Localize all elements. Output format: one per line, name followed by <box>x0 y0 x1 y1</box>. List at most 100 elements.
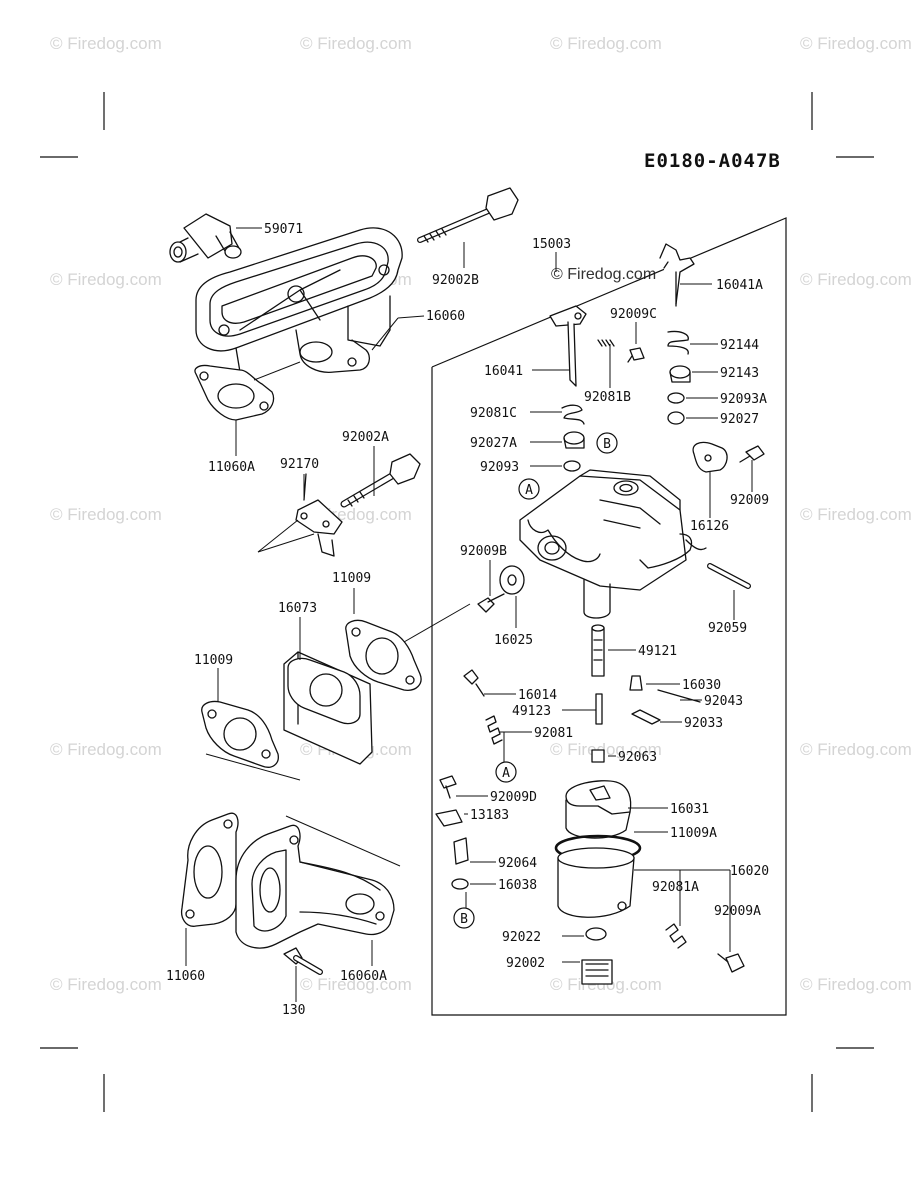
part-label: 11060A <box>208 460 255 475</box>
part-label: 92009 <box>730 493 769 508</box>
part-92081B-spring <box>597 339 615 347</box>
part-92022-washer <box>585 927 607 941</box>
part-label: 16041A <box>716 278 763 293</box>
part-92144-spring <box>667 330 689 355</box>
part-label: 92081C <box>470 406 517 421</box>
part-11060-gasket <box>180 812 239 927</box>
part-13183-bracket <box>435 809 463 827</box>
part-label: 16014 <box>518 688 557 703</box>
part-92081A-spring <box>665 923 687 949</box>
part-label: 92093 <box>480 460 519 475</box>
part-92143-collar <box>669 365 691 383</box>
part-label: 49123 <box>512 704 551 719</box>
part-92033-clip <box>631 709 661 725</box>
part-label: 16030 <box>682 678 721 693</box>
part-92170-bracket <box>295 473 343 557</box>
callout-B-bottom: B <box>453 907 475 929</box>
diagram-code: E0180-A047B <box>644 150 781 172</box>
part-label: 92022 <box>502 930 541 945</box>
part-label: 11009A <box>670 826 717 841</box>
part-label: 92063 <box>618 750 657 765</box>
part-92081C-spring <box>561 404 585 425</box>
callout-B-label: B <box>460 912 468 927</box>
part-11009-gasket-left <box>201 700 279 768</box>
part-label: 92093A <box>720 392 767 407</box>
part-label: 16025 <box>494 633 533 648</box>
part-92009-screw <box>739 445 765 463</box>
callout-A-label: A <box>525 483 533 498</box>
part-16030-float-pin <box>629 675 643 691</box>
part-label: 16031 <box>670 802 709 817</box>
part-11060A-gasket <box>194 364 275 421</box>
part-16014-screw <box>463 669 485 697</box>
part-label: 59071 <box>264 222 303 237</box>
part-49121-tube <box>591 624 605 677</box>
part-label: 92002 <box>506 956 545 971</box>
part-92009C-screw <box>627 347 645 363</box>
part-label: 16126 <box>690 519 729 534</box>
part-label: 92002B <box>432 273 479 288</box>
part-16041A-lever <box>659 243 695 307</box>
part-49123-jet <box>595 693 603 725</box>
part-92027A-bushing <box>563 431 585 449</box>
part-16020-chamber <box>557 847 635 918</box>
part-92081-spring <box>485 715 503 745</box>
callout-A-label: A <box>502 766 510 781</box>
part-label: 11009 <box>332 571 371 586</box>
part-92009A-screw <box>717 953 745 973</box>
part-label: 16020 <box>730 864 769 879</box>
part-label: 16060A <box>340 969 387 984</box>
part-92002B-bolt <box>417 187 519 243</box>
leader-lines <box>185 227 753 1002</box>
part-92009D-screw <box>439 775 457 799</box>
part-16060-base <box>195 227 403 373</box>
part-label: 92009A <box>714 904 761 919</box>
part-92064-fitting <box>453 837 469 865</box>
part-130-bolt <box>283 947 323 975</box>
part-16031-float <box>565 780 632 839</box>
part-16041-shaft <box>549 305 587 387</box>
part-92059-pin <box>707 563 751 589</box>
part-label: 49121 <box>638 644 677 659</box>
part-label: 92009B <box>460 544 507 559</box>
part-label: 92027A <box>470 436 517 451</box>
part-92009B-screw <box>477 593 505 613</box>
part-label: 92170 <box>280 457 319 472</box>
part-label: 92043 <box>704 694 743 709</box>
part-label: 92027 <box>720 412 759 427</box>
part-label: 92081B <box>584 390 631 405</box>
part-label: 92002A <box>342 430 389 445</box>
part-label: 13183 <box>470 808 509 823</box>
part-label: 92144 <box>720 338 759 353</box>
part-label: 16038 <box>498 878 537 893</box>
part-label: 92059 <box>708 621 747 636</box>
part-label: 92009D <box>490 790 537 805</box>
part-label: 92143 <box>720 366 759 381</box>
part-label: 16060 <box>426 309 465 324</box>
part-label: 92081 <box>534 726 573 741</box>
part-label: 130 <box>282 1003 305 1018</box>
part-92002A-bolt <box>340 453 421 508</box>
callout-A-bottom: A <box>495 761 517 783</box>
part-16060A-manifold <box>235 824 395 949</box>
part-92093A-washer <box>667 392 685 404</box>
part-label: 92009C <box>610 307 657 322</box>
part-carburetor-body <box>519 469 707 619</box>
part-label: 16041 <box>484 364 523 379</box>
part-59071-fitting <box>169 213 242 263</box>
callout-B-top: B <box>596 432 618 454</box>
part-label: 92064 <box>498 856 537 871</box>
part-16126-plate <box>692 441 728 473</box>
part-16073-insulator <box>283 651 373 765</box>
part-16025-diaphragm <box>499 565 525 595</box>
part-16038-washer <box>451 878 469 890</box>
part-label: 11060 <box>166 969 205 984</box>
callout-B-label: B <box>603 437 611 452</box>
part-label: 92081A <box>652 880 699 895</box>
part-labels: 59071 92002B 16060 11060A 92002A 92170 1… <box>166 222 769 1018</box>
part-92093-washer <box>563 460 581 472</box>
part-92063-plug <box>591 749 605 763</box>
part-label: 15003 <box>532 237 571 252</box>
callout-A-top: A <box>518 478 540 500</box>
